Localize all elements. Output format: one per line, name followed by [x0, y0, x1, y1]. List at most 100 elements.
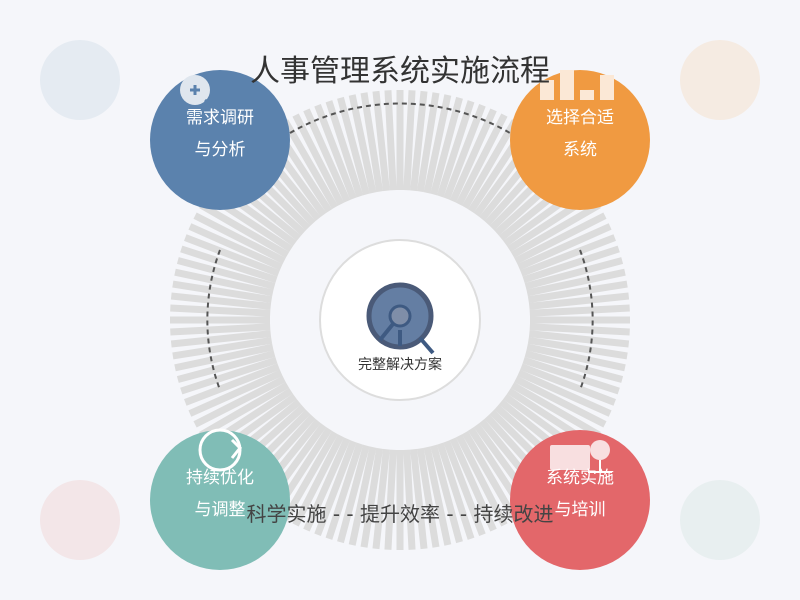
- ring-stripe: [176, 350, 276, 383]
- node-circle-optimize: [150, 430, 290, 570]
- ring-stripe: [172, 336, 273, 360]
- ring-stripe: [436, 100, 475, 198]
- ring-stripe: [303, 437, 351, 532]
- ring-stripe: [170, 304, 271, 317]
- ring-stripe: [292, 434, 345, 527]
- ring-stripe: [430, 444, 463, 544]
- ring-stripe: [170, 292, 272, 310]
- node-implement: 系统实施 与培训: [510, 462, 650, 526]
- ring-stripe: [176, 257, 276, 290]
- ring-stripe: [325, 442, 364, 540]
- node-circle-implement: [510, 430, 650, 570]
- decor-circle: [40, 480, 120, 560]
- ring-stripe: [423, 94, 452, 194]
- page-title: 人事管理系统实施流程: [250, 54, 550, 89]
- dashed-arc-top: [289, 102, 511, 134]
- ring-stripe: [524, 350, 624, 383]
- ring-stripe: [514, 375, 607, 428]
- ring-stripe: [172, 280, 273, 304]
- node-select: 选择合适 系统: [510, 102, 650, 166]
- ring-stripe: [188, 369, 283, 417]
- zoom-in-icon: [180, 75, 211, 106]
- ring-stripe: [416, 447, 440, 548]
- decor-circle: [680, 480, 760, 560]
- ring-stripe: [199, 201, 290, 259]
- ring-stripe: [443, 104, 486, 200]
- ring-stripe: [174, 343, 274, 372]
- ring-stripe: [443, 440, 486, 536]
- node-line: 与调整: [194, 500, 246, 520]
- ring-stripe: [193, 375, 286, 428]
- ring-stripe: [526, 268, 626, 297]
- ring-stripe: [527, 280, 628, 304]
- dashed-arc-left: [206, 249, 221, 391]
- bar-chart-icon: [540, 70, 614, 100]
- node-line: 持续优化: [186, 468, 254, 488]
- ring-stripe: [403, 449, 416, 550]
- ring-stripe: [510, 381, 601, 439]
- ring-stripe: [527, 336, 628, 360]
- ring-stripe: [292, 113, 345, 206]
- ring-stripe: [514, 212, 607, 265]
- ring-stripe: [384, 449, 397, 550]
- ring-stripe: [188, 223, 283, 271]
- node-line: 与分析: [194, 140, 246, 160]
- ring-stripe: [170, 323, 271, 336]
- ring-stripe: [360, 92, 384, 193]
- ring-stripe: [461, 119, 519, 210]
- ring-stripe: [174, 268, 274, 297]
- node-circle-select: [510, 70, 650, 210]
- ring-stripe: [303, 108, 351, 203]
- node-line: 系统实施: [546, 468, 614, 488]
- refresh-icon: [198, 428, 243, 472]
- ring-stripe: [526, 343, 626, 372]
- ring-stripe: [372, 448, 390, 550]
- ring-stripe: [314, 440, 357, 536]
- ring-stripe: [461, 430, 519, 521]
- ring-stripe: [348, 446, 377, 546]
- ring-stripe: [337, 96, 370, 196]
- node-line: 需求调研: [186, 108, 254, 128]
- presentation-icon: [550, 440, 612, 473]
- ring-stripe: [170, 330, 272, 348]
- ring-stripe: [423, 446, 452, 546]
- ring-stripe: [314, 104, 357, 200]
- decor-circle: [40, 40, 120, 120]
- ring-stripe: [449, 437, 497, 532]
- ring-stripe: [199, 381, 290, 439]
- node-circle-research: [150, 70, 290, 210]
- ring-stripe: [180, 245, 278, 284]
- ring-stripe: [449, 108, 497, 203]
- ring-stripe: [410, 90, 428, 192]
- ring-stripe: [528, 330, 630, 348]
- magnifier-icon: [366, 282, 435, 355]
- node-research: 需求调研 与分析: [150, 102, 290, 166]
- ring-stripe: [384, 90, 397, 191]
- ring-stripe: [528, 292, 630, 310]
- decor-circle: [680, 40, 760, 120]
- dashed-arc-right: [579, 249, 594, 391]
- ring-stripe: [416, 92, 440, 193]
- ring-stripe: [522, 245, 620, 284]
- center-label: 完整解决方案: [358, 357, 442, 373]
- node-line: 与培训: [554, 500, 606, 520]
- ring-stripe: [348, 94, 377, 194]
- ring-stripe: [410, 448, 428, 550]
- ring-stripe: [372, 90, 390, 192]
- ring-stripe: [281, 430, 339, 521]
- ring-stripe: [510, 201, 601, 259]
- ring-stripe: [455, 113, 508, 206]
- ring-stripe: [529, 323, 630, 336]
- ring-stripe: [325, 100, 364, 198]
- ring-stripe: [403, 90, 416, 191]
- ring-stripe: [520, 363, 616, 406]
- ring-stripe: [522, 356, 620, 395]
- bottom-slogan: 科学实施 - - 提升效率 - - 持续改进: [246, 502, 554, 526]
- node-line: 系统: [563, 140, 597, 160]
- ring-stripe: [184, 363, 280, 406]
- ring-stripe: [520, 234, 616, 277]
- ring-stripe: [337, 444, 370, 544]
- ring-stripe: [529, 304, 630, 317]
- ring-stripe: [517, 369, 612, 417]
